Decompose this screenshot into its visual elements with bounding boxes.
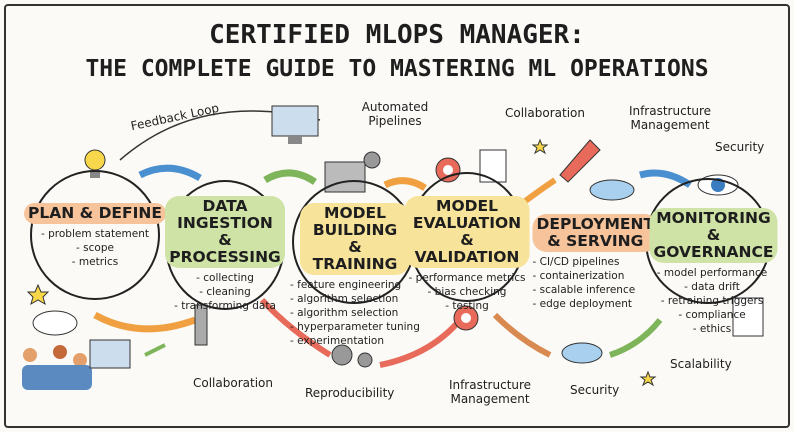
stage-item: - compliance: [678, 309, 746, 321]
growth-arrow: [144, 343, 166, 357]
arrow-repro-to-data: [259, 297, 332, 358]
stage-item: - experimentation: [290, 335, 384, 347]
stage-item: - bias checking: [427, 286, 507, 298]
stage-item: - CI/CD pipelines: [532, 256, 620, 268]
gear-icon: [331, 151, 381, 368]
stage-item: - data drift: [684, 281, 740, 293]
stage-title: DATA INGESTION & PROCESSING: [165, 196, 285, 268]
label-infrastructure-top: Infrastructure Management: [628, 104, 712, 132]
stage-item: - retraining triggers: [660, 295, 764, 307]
label-reproducibility: Reproducibility: [305, 386, 395, 400]
stage-item: - ethics: [692, 323, 732, 335]
stage-item: - scalable inference: [532, 284, 636, 296]
arrow-data-to-build: [263, 169, 317, 185]
label-security-bottom: Security: [570, 383, 620, 397]
stage-item: - scope: [76, 242, 114, 254]
arrow-cloud-to-monitor: [609, 318, 663, 358]
stage-circle-plan: [30, 170, 160, 300]
stage-monitoring: MONITORING & GOVERNANCE - model performa…: [649, 208, 778, 336]
stage-item: - problem statement: [41, 228, 149, 240]
stage-data-ingestion: DATA INGESTION & PROCESSING - collecting…: [165, 196, 285, 313]
arrow-build-to-eval: [383, 177, 427, 192]
team-icon: [22, 339, 131, 390]
frame-border: [4, 4, 790, 428]
rocket-icon: [559, 139, 601, 183]
stage-item: - edge deployment: [532, 298, 633, 310]
stage-model-building: MODEL BUILDING & TRAINING - feature engi…: [290, 203, 420, 348]
label-collaboration-top: Collaboration: [505, 106, 585, 120]
arrow-plan-to-pipe: [93, 311, 197, 333]
stage-item: - transforming data: [174, 300, 276, 312]
title-line-1: CERTIFIED MLOPS MANAGER:: [209, 20, 585, 50]
stage-model-evaluation: MODEL EVALUATION & VALIDATION - performa…: [404, 196, 530, 313]
stage-title: MODEL BUILDING & TRAINING: [300, 203, 410, 275]
label-security-top: Security: [715, 140, 765, 154]
stage-item: - containerization: [532, 270, 625, 282]
stage-item: - feature engineering: [290, 279, 402, 291]
stage-title: PLAN & DEFINE: [24, 203, 166, 224]
title-line-2: THE COMPLETE GUIDE TO MASTERING ML OPERA…: [85, 56, 709, 82]
stage-item: - model performance: [656, 267, 768, 279]
stage-title: DEPLOYMENT & SERVING: [532, 214, 659, 252]
chat-bubble-icon: [32, 310, 78, 336]
star-icon: [26, 138, 657, 387]
stage-item: - cleaning: [199, 286, 251, 298]
stage-item: - metrics: [71, 256, 119, 268]
arrow-to-eval: [379, 318, 463, 368]
stage-title: MODEL EVALUATION & VALIDATION: [404, 196, 530, 268]
stage-deployment: DEPLOYMENT & SERVING - CI/CD pipelines - …: [532, 214, 659, 311]
monitor-icon: [271, 105, 319, 144]
label-infrastructure-bottom: Infrastructure Management: [448, 378, 532, 406]
stage-title: MONITORING & GOVERNANCE: [649, 208, 778, 263]
label-collaboration-bottom: Collaboration: [193, 376, 273, 390]
arrow-plan-to-data: [138, 164, 202, 182]
arrow-eval-to-cloud: [492, 312, 552, 358]
cloud-icon: [561, 179, 635, 364]
stage-item: - performance metrics: [408, 272, 526, 284]
label-scalability: Scalability: [670, 357, 732, 371]
stage-item: - testing: [445, 300, 489, 312]
label-automated-pipelines: Automated Pipelines: [361, 100, 429, 128]
stage-item: - hyperparameter tuning: [290, 321, 420, 333]
stage-plan-define: PLAN & DEFINE - problem statement - scope…: [24, 203, 166, 269]
stage-item: - algorithm selection: [290, 293, 399, 305]
clipboard-icon: [479, 149, 764, 337]
stage-item: - algorithm selection: [290, 307, 399, 319]
stage-item: - collecting: [196, 272, 254, 284]
